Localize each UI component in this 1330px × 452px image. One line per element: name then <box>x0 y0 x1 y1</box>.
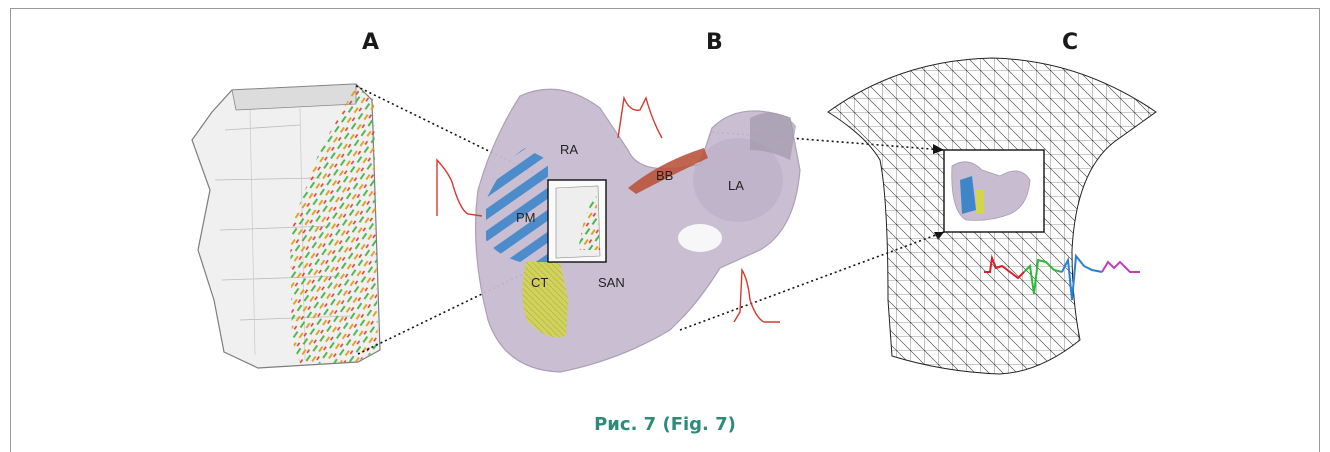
label-bb: BB <box>656 168 673 183</box>
label-ct: CT <box>531 275 548 290</box>
label-la: LA <box>728 178 744 193</box>
label-san: SAN <box>598 275 625 290</box>
label-pm: PM <box>516 210 536 225</box>
panel-b-atria-model <box>476 89 800 372</box>
panel-a-tissue-block <box>192 84 380 368</box>
figure-caption: Рис. 7 (Fig. 7) <box>0 414 1330 435</box>
label-ra: RA <box>560 142 578 157</box>
panel-c-torso-mesh <box>828 58 1156 374</box>
